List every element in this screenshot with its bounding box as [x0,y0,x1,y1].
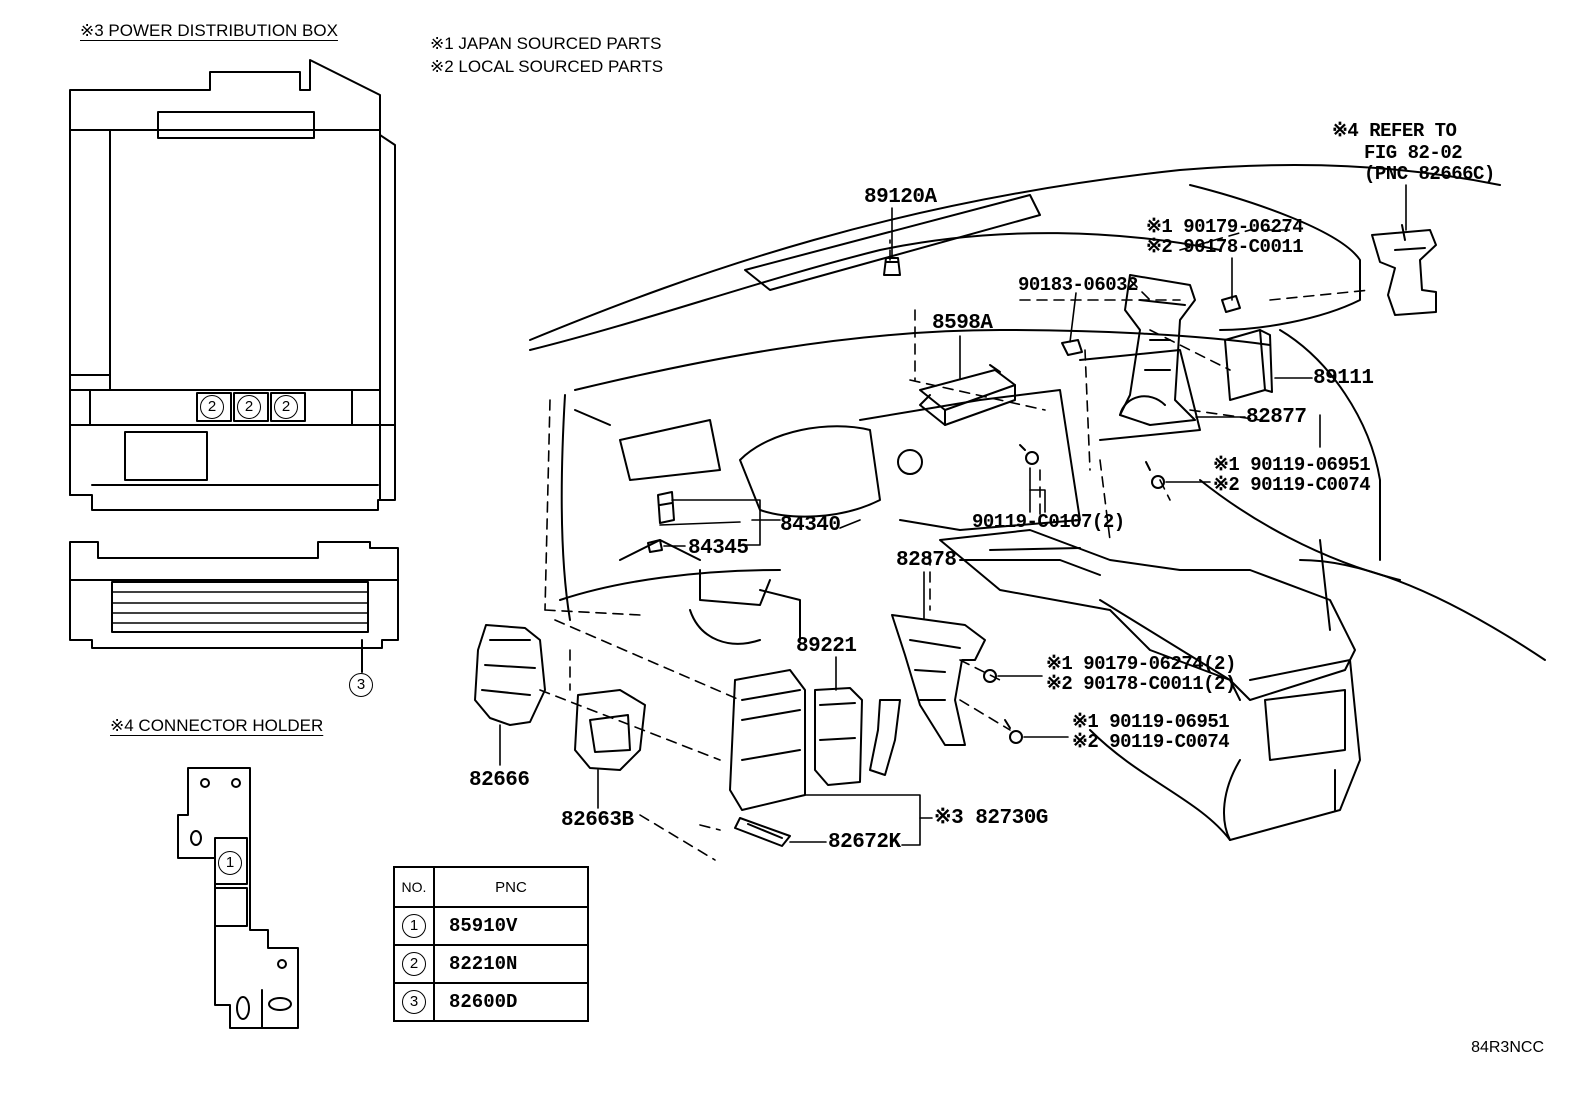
part-82666c-holder [1371,224,1437,316]
pnc-row-value: 82600D [433,982,589,1022]
dashed-reference-lines [539,229,1371,861]
callout-89120a: 89120A [864,186,937,209]
leader-lines [499,184,1407,846]
callout-90179-06274-top: ※1 90179-06274 [1146,216,1304,238]
connector-holder-title: ※4 CONNECTOR HOLDER [110,716,324,735]
part-82730g-junction-block [729,669,806,811]
callout-84345: 84345 [688,537,749,560]
power-distribution-box-top [69,59,396,511]
callout-82672k: 82672K [828,831,901,854]
callout-90178-c0011-mid: ※2 90178-C0011(2) [1046,673,1236,695]
part-84340-switch [657,491,675,524]
connector-holder-drawing [177,767,299,1029]
refer-line-3: (PNC 82666C) [1364,163,1495,185]
pnc-row-no: 1 [393,906,435,946]
pnc-table-header: NO. PNC [393,866,589,908]
power-distribution-box-side [69,541,399,673]
instrument-panel [529,164,1546,661]
callout-90183-06032: 90183-06032 [1018,274,1138,296]
box-marker-3: 2 [274,395,298,419]
pnc-table-row: 2 82210N [393,944,589,984]
part-82672k-cover [734,817,791,847]
callout-90119-c0074-mid: ※2 90119-C0074 [1072,731,1230,753]
callout-90119-c0074-right: ※2 90119-C0074 [1213,474,1371,496]
box-marker-2: 2 [237,395,261,419]
part-90119-screw-mid [1004,719,1023,744]
part-90119-screw-right [1145,461,1165,489]
center-console [939,529,1361,841]
part-89221-ecu [814,687,863,786]
part-82878-bracket [869,614,986,776]
callout-82666: 82666 [469,769,530,792]
pnc-table-row: 3 82600D [393,982,589,1022]
figure-code: 84R3NCC [1471,1039,1544,1056]
box-marker-1: 2 [200,395,224,419]
callout-82663b: 82663B [561,809,634,832]
part-90179-nut-top [1221,295,1241,313]
part-82877-bracket [1119,274,1196,426]
callout-90119-06951-mid: ※1 90119-06951 [1072,711,1230,733]
part-82666-connector [474,624,546,726]
callout-90119-c0107: 90119-C0107(2) [972,511,1125,533]
callout-82878: 82878 [896,549,957,572]
power-box-title: ※3 POWER DISTRIBUTION BOX [80,21,338,40]
pnc-row-no: 3 [393,982,435,1022]
callout-84340: 84340 [780,514,841,537]
pnc-table-row: 1 85910V [393,906,589,946]
part-82663b-connector [574,689,646,771]
refer-line-1: ※4 REFER TO [1332,120,1457,142]
part-89120a-clip [883,257,901,276]
part-90119-c0107-screw [1019,444,1039,465]
callout-82730g: ※3 82730G [934,807,1048,830]
callout-82877: 82877 [1246,406,1307,429]
pnc-row-value: 82210N [433,944,589,984]
holder-marker: 1 [218,851,242,875]
box-marker-4: 3 [349,673,373,697]
part-84345-plug [647,539,663,553]
note-local-sourced: ※2 LOCAL SOURCED PARTS [430,57,664,76]
pnc-header-no: NO. [393,866,435,908]
pnc-row-no: 2 [393,944,435,984]
callout-90119-06951-right: ※1 90119-06951 [1213,454,1371,476]
callout-8598a: 8598A [932,312,993,335]
part-8598a-module [919,364,1016,426]
part-89111-ecu [1224,329,1273,401]
part-90179-nut-mid [983,669,997,683]
pnc-table: NO. PNC 1 85910V 2 82210N 3 82600D [393,866,589,1022]
pnc-header-pnc: PNC [433,866,589,908]
callout-89111: 89111 [1313,367,1374,390]
part-90183-clip [1061,339,1083,356]
callout-89221: 89221 [796,635,857,658]
note-japan-sourced: ※1 JAPAN SOURCED PARTS [430,34,662,53]
callout-90178-c0011-top: ※2 90178-C0011 [1146,236,1304,258]
pnc-row-value: 85910V [433,906,589,946]
refer-line-2: FIG 82-02 [1364,142,1463,164]
callout-90179-06274-mid: ※1 90179-06274(2) [1046,653,1236,675]
